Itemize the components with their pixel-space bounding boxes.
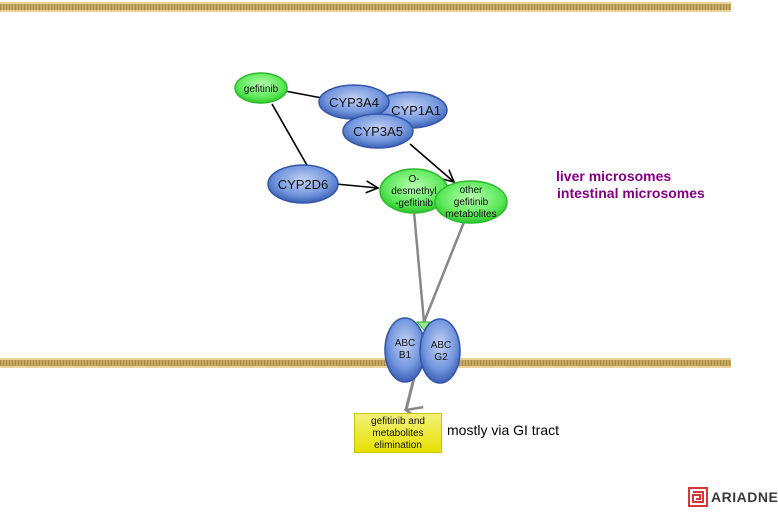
elimination-line1: gefitinib and [371, 416, 425, 427]
node-abcg2-line1: ABC [431, 340, 452, 351]
edge-cyp3a5-metabolites [409, 143, 454, 182]
labyrinth-icon [688, 487, 708, 507]
edge-gefitinib-cyp3a4 [284, 90, 323, 99]
ariadne-logo: ARIADNE [688, 487, 778, 507]
edge-cyp2d6-odesmethyl [335, 184, 378, 188]
node-abcb1[interactable]: ABC B1 [384, 317, 426, 383]
location-label-liver: liver microsomes [556, 168, 672, 184]
node-cyp3a4[interactable]: CYP3A4 [318, 84, 390, 120]
node-abcg2-line2: G2 [434, 352, 448, 363]
elimination-box[interactable]: gefitinib and metabolites elimination [354, 413, 442, 453]
node-abcb1-line1: ABC [395, 338, 416, 349]
node-abcg2[interactable]: ABC G2 [419, 318, 461, 384]
node-cyp3a4-label: CYP3A4 [329, 95, 379, 110]
edge-metabolites-elimination [422, 221, 466, 323]
elimination-line2: metabolites [372, 428, 424, 439]
node-cyp1a1-label: CYP1A1 [391, 103, 441, 118]
node-odesmethyl-line2: desmethyl [391, 186, 437, 197]
node-gefitinib-label: gefitinib [244, 84, 279, 95]
node-other-metabolites[interactable]: other gefitinib metabolites [434, 180, 508, 224]
location-label-intestinal: intestinal microsomes [557, 185, 705, 201]
logo-text: ARIADNE [711, 489, 778, 505]
membrane-bottom [0, 358, 731, 368]
node-metabolites-line1: other [460, 185, 483, 196]
node-odesmethyl-line1: O- [408, 174, 419, 185]
node-gefitinib[interactable]: gefitinib [234, 72, 288, 104]
membrane-top [0, 2, 731, 12]
node-cyp2d6[interactable]: CYP2D6 [267, 164, 339, 204]
node-abcb1-line2: B1 [399, 350, 412, 361]
elimination-note: mostly via GI tract [447, 422, 560, 438]
edge-odesmethyl-elimination [412, 211, 426, 323]
node-cyp3a5-label: CYP3A5 [353, 124, 403, 139]
elimination-line3: elimination [374, 440, 422, 451]
node-metabolites-line3: metabolites [445, 209, 496, 220]
node-o-desmethyl-gefitinib[interactable]: O- desmethyl -gefitinib [379, 168, 449, 214]
node-cyp3a5[interactable]: CYP3A5 [342, 113, 414, 149]
node-metabolites-line2: gefitinib [454, 197, 489, 208]
node-cyp2d6-label: CYP2D6 [278, 177, 329, 192]
node-odesmethyl-line3: -gefitinib [395, 198, 433, 209]
edge-gefitinib-cyp2d6 [271, 103, 309, 168]
